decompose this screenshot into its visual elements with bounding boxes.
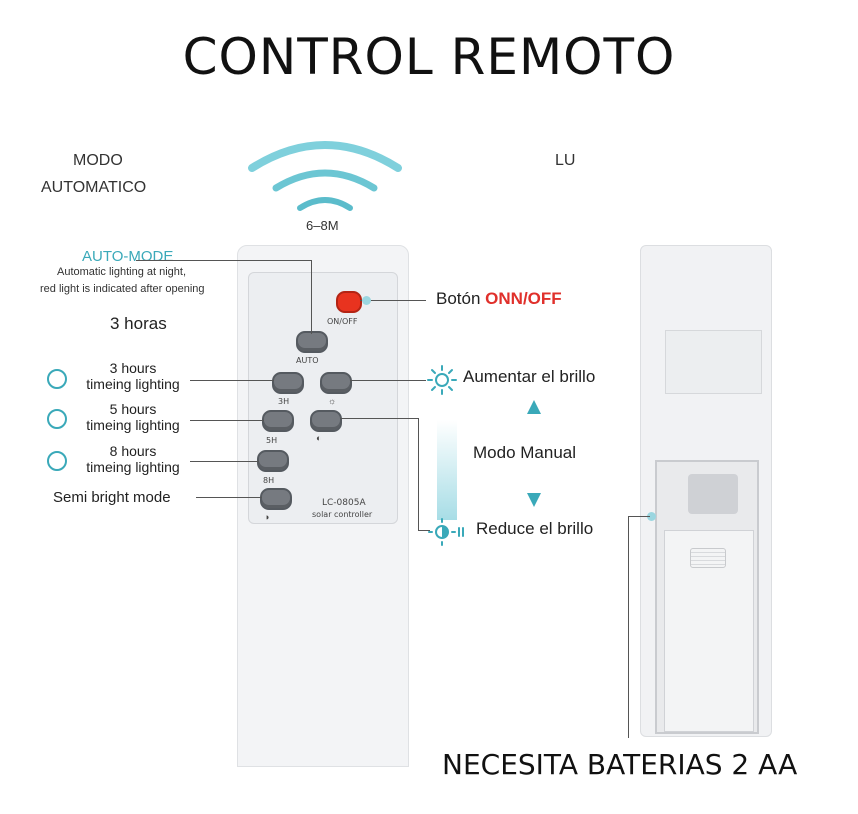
onoff-button[interactable] <box>336 291 362 313</box>
brightness-up-button[interactable] <box>320 372 352 394</box>
timer-8h-line1: 8 hours <box>109 443 157 459</box>
leader-line <box>190 461 259 462</box>
timer-icon <box>47 369 67 389</box>
auto-mode-title: AUTO-MODE <box>82 248 174 265</box>
battery-cells <box>688 474 738 514</box>
arrow-down-icon <box>527 493 541 507</box>
leader-line <box>311 260 312 334</box>
cover-grip <box>690 548 726 568</box>
8h-button[interactable] <box>257 450 289 472</box>
signal-waves-icon <box>248 141 402 211</box>
leader-line <box>190 420 264 421</box>
5h-button[interactable] <box>262 410 294 432</box>
timer-8h: 8 hours timeing lighting <box>78 443 188 475</box>
leader-line <box>418 418 419 530</box>
semi-bright-label: Semi bright mode <box>53 489 171 506</box>
semi-bright-button[interactable] <box>260 488 292 510</box>
model-sublabel: solar controller <box>312 510 373 519</box>
leader-line <box>628 516 650 517</box>
boton-text: Botón <box>436 289 481 308</box>
model-label: LC-0805A <box>322 498 366 508</box>
auto-mode-desc1: Automatic lighting at night, <box>57 266 187 278</box>
timer-3h: 3 hours timeing lighting <box>78 360 188 392</box>
leader-line <box>340 418 418 419</box>
leader-line <box>360 300 426 301</box>
timer-3h-line2: timeing lighting <box>86 376 180 392</box>
timer-icon <box>47 451 67 471</box>
timer-8h-line2: timeing lighting <box>86 459 180 475</box>
reduce-label: Reduce el brillo <box>476 519 594 538</box>
half-sun-icon <box>428 518 464 546</box>
timer-3h-line1: 3 hours <box>109 360 157 376</box>
leader-line <box>136 260 312 261</box>
timer-5h-line2: timeing lighting <box>86 417 180 433</box>
auto-mode-desc2: red light is indicated after opening <box>40 283 205 295</box>
onoff-callout: Botón ONN/OFF <box>436 289 562 309</box>
leader-dot <box>362 296 371 305</box>
aumentar-label: Aumentar el brillo <box>463 367 596 386</box>
onoff-label: ON/OFF <box>327 317 358 326</box>
leader-line <box>418 530 430 531</box>
onn-off-text: ONN/OFF <box>485 289 562 308</box>
3h-label: 3H <box>278 397 290 406</box>
brightness-down-button[interactable] <box>310 410 342 432</box>
auto-button[interactable] <box>296 331 328 353</box>
battery-note: NECESITA BATERIAS 2 AA <box>442 748 798 781</box>
modo-manual-label: Modo Manual <box>473 443 577 462</box>
back-recess <box>665 330 762 394</box>
left-heading-line1: MODO <box>73 152 123 169</box>
leader-dot <box>647 512 656 521</box>
sun-icon <box>427 365 457 395</box>
8h-label: 8H <box>263 476 275 485</box>
leader-line <box>628 516 629 738</box>
left-heading-line2: AUTOMATICO <box>41 179 147 196</box>
timer-icon <box>47 409 67 429</box>
range-label: 6–8M <box>306 218 339 233</box>
leader-line <box>190 380 274 381</box>
timer-5h-line1: 5 hours <box>109 401 157 417</box>
remote-button-panel <box>248 272 398 524</box>
3h-button[interactable] <box>272 372 304 394</box>
arrow-up-icon <box>527 400 541 414</box>
right-heading: LU <box>555 152 576 169</box>
half-sun-small-icon: ◐ <box>316 433 322 443</box>
sun-small-icon: ☼ <box>328 396 337 406</box>
timer-5h: 5 hours timeing lighting <box>78 401 188 433</box>
semi-bright-small-icon: ◑ <box>264 512 270 522</box>
5h-label: 5H <box>266 436 278 445</box>
leader-line <box>196 497 262 498</box>
brightness-gradient-bar <box>437 420 457 520</box>
auto-label: AUTO <box>296 356 319 365</box>
leader-line <box>350 380 426 381</box>
page-title: CONTROL REMOTO <box>182 28 676 86</box>
auto-hours: 3 horas <box>110 314 167 333</box>
